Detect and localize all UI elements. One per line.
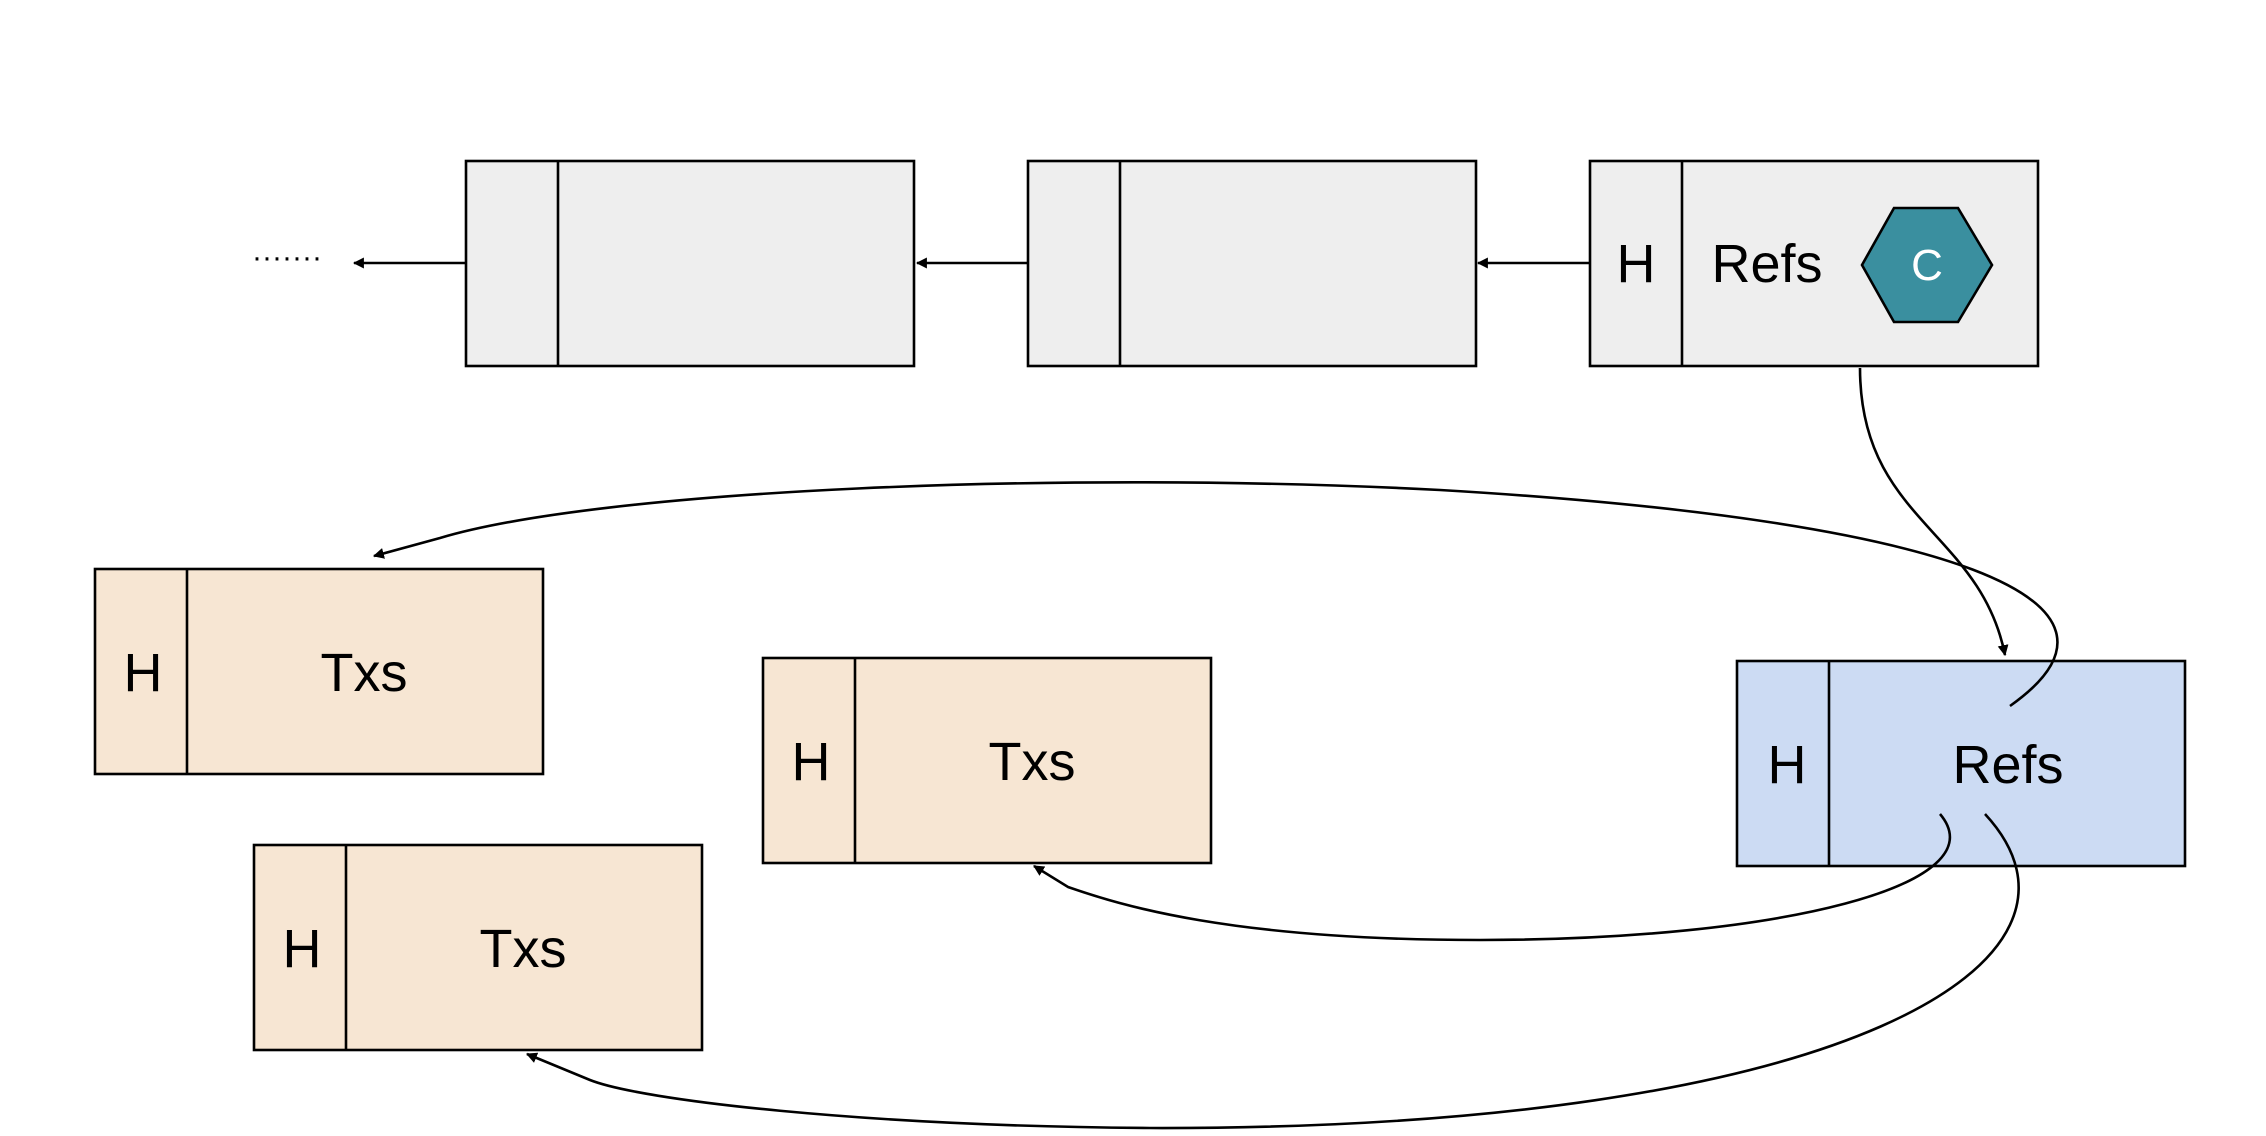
edge-ref-block-to-tx-block-3 [525,813,2020,1130]
tx-block-1: H Txs [93,567,545,776]
chain-block-2 [1026,159,1478,368]
chain-block-1 [464,159,916,368]
tx-block-1-txs-label: Txs [321,643,408,703]
tx-block-3: H Txs [252,843,704,1052]
commitment-label: C [1911,241,1943,290]
tx-block-3-header-label: H [283,919,322,979]
edge-head-refs-to-ref-block [1858,367,2009,657]
chain-head-block: H Refs C [1588,159,2040,368]
ref-block-header-label: H [1768,735,1807,795]
chain-head-header-label: H [1617,234,1656,294]
chain-head-refs-label: Refs [1711,234,1822,294]
tx-block-2-header-label: H [792,732,831,792]
commitment-hexagon-icon [1860,206,1994,324]
edge-ref-block-to-tx-block-1 [372,481,2059,708]
tx-block-2: H Txs [761,656,1213,865]
tx-block-2-txs-label: Txs [989,732,1076,792]
tx-block-1-header-label: H [124,643,163,703]
chain-ellipsis: ······· [252,241,322,274]
edge-ref-block-to-tx-block-2 [1033,813,1952,942]
ref-block-refs-label: Refs [1952,735,2063,795]
tx-block-3-txs-label: Txs [480,919,567,979]
ref-block: H Refs [1735,659,2187,868]
